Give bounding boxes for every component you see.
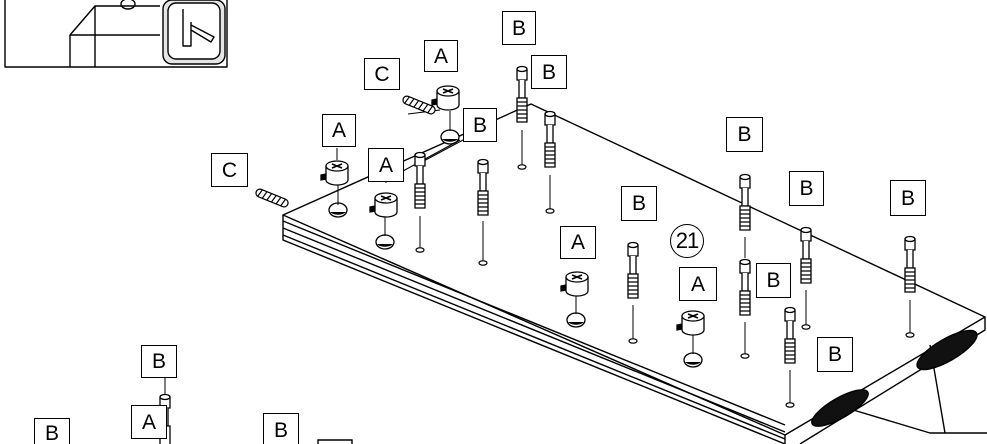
part-label-b: B bbox=[34, 418, 70, 444]
part-label-b: B bbox=[141, 345, 177, 378]
part-label-b: B bbox=[817, 337, 853, 372]
dowels bbox=[255, 95, 436, 208]
part-label-a: A bbox=[424, 40, 458, 72]
part-label-b: B bbox=[789, 171, 824, 206]
part-label-b: B bbox=[621, 186, 657, 221]
part-label-b: B bbox=[890, 180, 926, 216]
part-label-a: A bbox=[368, 148, 404, 182]
part-label-b: B bbox=[502, 11, 536, 45]
part-label-a: A bbox=[560, 226, 596, 259]
part-label-b: B bbox=[263, 413, 299, 444]
part-label-c: C bbox=[364, 58, 400, 90]
part-label-b: B bbox=[463, 108, 497, 142]
part-label-a: A bbox=[322, 114, 356, 147]
part-label-b: B bbox=[756, 263, 791, 298]
cam-locks bbox=[320, 85, 705, 336]
part-label-a: A bbox=[131, 405, 167, 439]
part-label-b: B bbox=[726, 117, 763, 152]
part-label-c: C bbox=[211, 153, 248, 187]
step-number: 21 bbox=[670, 224, 704, 258]
detail-inset bbox=[4, 0, 228, 68]
bolts bbox=[159, 65, 916, 444]
part-label-b: B bbox=[531, 55, 567, 89]
part-label-a: A bbox=[679, 267, 717, 301]
